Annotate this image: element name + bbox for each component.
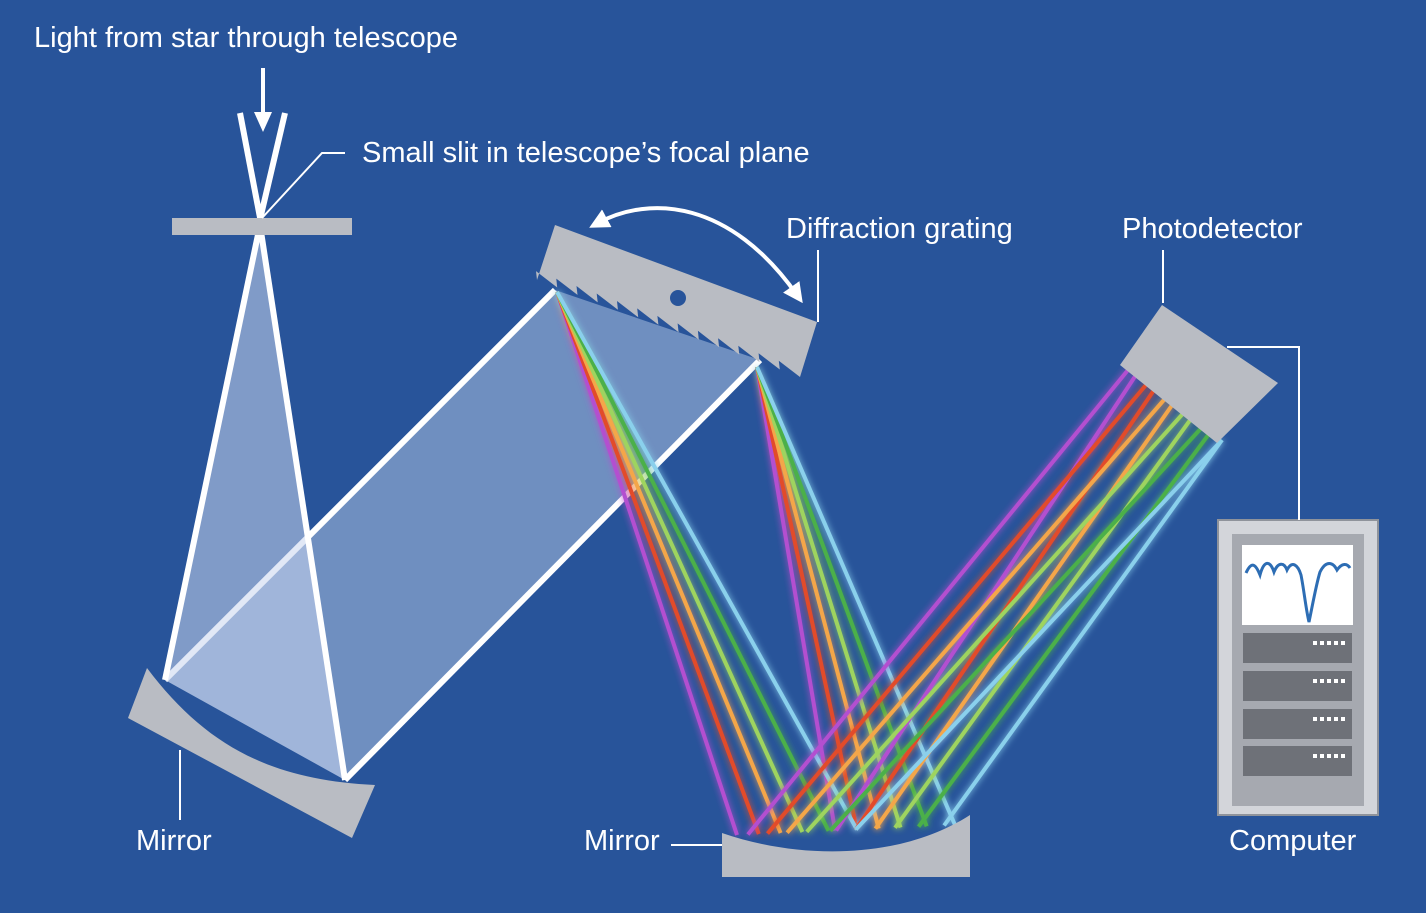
- spectrum-ray: [755, 366, 957, 826]
- spectrum-ray: [555, 291, 739, 836]
- grating-label: Diffraction grating: [786, 213, 1013, 245]
- computer-label: Computer: [1229, 825, 1357, 857]
- slit-light-cone: [162, 112, 348, 781]
- spectrum-ray: [746, 368, 1130, 836]
- spectrum-ray: [942, 438, 1224, 827]
- rack-indicator-dot: [1320, 679, 1324, 683]
- rack-indicator-dot: [1334, 641, 1338, 645]
- slit-label: Small slit in telescope’s focal plane: [362, 137, 810, 169]
- spectrum-ray: [755, 366, 903, 829]
- spectrum-ray: [828, 424, 1205, 833]
- spectrum-screen: [1242, 545, 1353, 625]
- arrow-down-icon: [254, 68, 272, 132]
- rack-indicator-dot: [1313, 679, 1317, 683]
- pivot-dot-icon: [670, 290, 686, 306]
- rack-indicator-dot: [1327, 641, 1331, 645]
- rack-indicator-dot: [1334, 717, 1338, 721]
- spectrum-ray: [854, 438, 1224, 831]
- rack-indicator-dot: [1327, 754, 1331, 758]
- rack-indicator-dot: [1313, 754, 1317, 758]
- rack-indicator-dot: [1327, 679, 1331, 683]
- computer: [1217, 519, 1379, 816]
- bottom-mirror: [722, 815, 970, 877]
- rack-unit: [1243, 746, 1352, 776]
- curved-double-arrow-icon: [589, 206, 803, 304]
- rack-indicator-dot: [1341, 679, 1345, 683]
- spectrum-ray: [555, 291, 761, 835]
- dispersed-rays-to-detector: [746, 368, 1224, 836]
- spectrum-ray: [916, 430, 1213, 828]
- spectrum-ray: [755, 366, 838, 831]
- rack-indicator-dot: [1313, 717, 1317, 721]
- leader-lines: [179, 152, 1300, 846]
- server-rack-icon: [1243, 633, 1352, 776]
- rack-indicator-dot: [1320, 641, 1324, 645]
- spectrum-ray: [873, 402, 1175, 830]
- rack-indicator-dot: [1320, 754, 1324, 758]
- bottom-mirror-label: Mirror: [584, 825, 660, 857]
- rack-indicator-dot: [1327, 717, 1331, 721]
- rack-unit: [1243, 671, 1352, 701]
- rack-unit: [1243, 633, 1352, 663]
- slit-plate: [172, 218, 352, 235]
- photodetector-label: Photodetector: [1122, 213, 1303, 245]
- left-mirror-label: Mirror: [136, 825, 212, 857]
- spectrum-ray: [755, 366, 929, 827]
- rack-indicator-dot: [1313, 641, 1317, 645]
- spectrum-ray: [805, 410, 1186, 834]
- spectrum-ray: [893, 416, 1194, 829]
- left-mirror: [128, 668, 375, 838]
- rack-unit: [1243, 709, 1352, 739]
- spectrum-ray: [765, 382, 1149, 835]
- spectrum-ray: [555, 291, 783, 834]
- rack-indicator-dot: [1341, 641, 1345, 645]
- spectrum-plot-icon: [1244, 561, 1352, 623]
- rack-indicator-dot: [1334, 754, 1338, 758]
- spectrum-ray: [555, 291, 831, 832]
- spectrum-ray: [555, 291, 859, 831]
- incoming-ray-left: [237, 112, 265, 229]
- light-source-label: Light from star through telescope: [34, 22, 458, 54]
- dispersed-rays-to-mirror: [555, 291, 957, 836]
- rack-indicator-dot: [1320, 717, 1324, 721]
- rack-indicator-dot: [1334, 679, 1338, 683]
- photodetector: [1120, 305, 1278, 443]
- spectrum-ray: [785, 396, 1168, 835]
- rack-indicator-dot: [1341, 754, 1345, 758]
- spectrum-ray: [555, 291, 805, 833]
- incoming-ray-right: [255, 112, 288, 229]
- spectrum-ray: [755, 366, 859, 830]
- rack-indicator-dot: [1341, 717, 1345, 721]
